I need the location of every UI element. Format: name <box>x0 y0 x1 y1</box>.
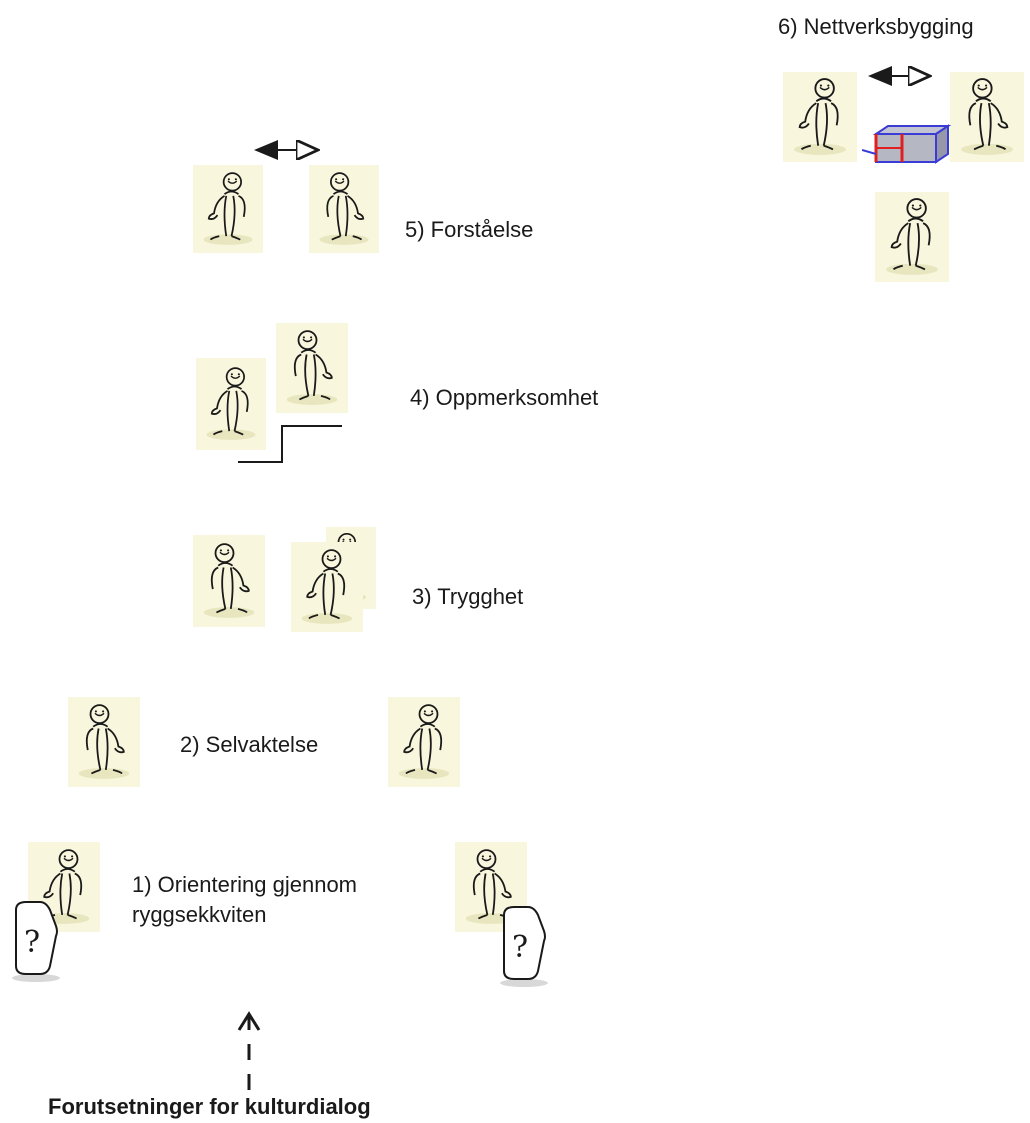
stick-figure-icon <box>68 697 140 787</box>
backpack-question-icon: ? <box>496 905 552 987</box>
stick-figure-icon <box>950 72 1024 162</box>
step6-label: 6) Nettverksbygging <box>778 14 974 39</box>
step1-label-line2: ryggsekkviten <box>132 902 267 927</box>
step5-label: 5) Forståelse <box>405 217 534 242</box>
step4-label: 4) Oppmerksomhet <box>410 385 599 410</box>
stick-figure-icon <box>196 358 266 450</box>
backpack-question-mark: ? <box>512 930 528 965</box>
stick-figure-icon <box>875 192 949 282</box>
stick-figure-icon <box>309 165 379 253</box>
step2-label: 2) Selvaktelse <box>180 732 319 757</box>
double-arrow-icon <box>866 66 938 86</box>
stick-figure-icon <box>783 72 857 162</box>
step1-label: 1) Orientering gjennom ryggsekkviten <box>132 870 432 930</box>
backpack-question-icon: ? <box>8 900 64 982</box>
stick-figure-icon <box>193 535 265 627</box>
stick-figure-icon <box>291 542 363 632</box>
dashed-up-arrow-icon <box>237 1011 261 1092</box>
double-arrow-icon <box>252 140 326 160</box>
footer-title: Forutsetninger for kulturdialog <box>48 1094 371 1119</box>
step3-label: 3) Trygghet <box>412 584 524 609</box>
stick-figure-icon <box>276 323 348 413</box>
backpack-question-mark: ? <box>24 925 40 960</box>
stick-figure-icon <box>193 165 263 253</box>
stair-step-icon <box>238 425 342 463</box>
step1-label-line1: 1) Orientering gjennom <box>132 872 358 897</box>
3d-box-network-icon <box>862 124 952 164</box>
stick-figure-icon <box>388 697 460 787</box>
